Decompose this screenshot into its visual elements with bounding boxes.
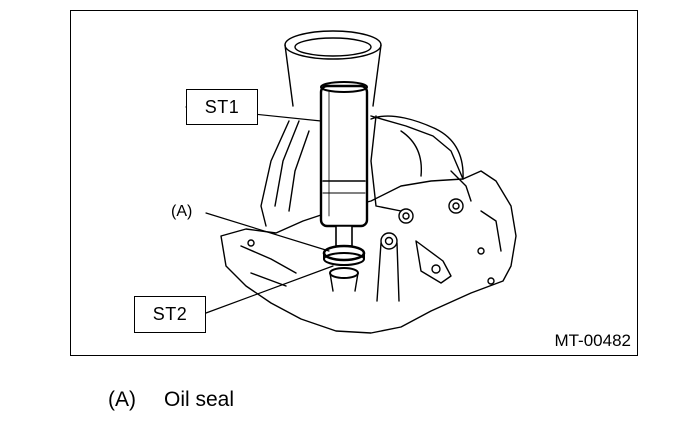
case-switch bbox=[415, 240, 452, 284]
st2-label: ST2 bbox=[134, 296, 206, 333]
st1-shaft bbox=[319, 84, 369, 228]
st1-label-text: ST1 bbox=[204, 96, 240, 117]
stud bbox=[398, 208, 414, 224]
transmission-illustration bbox=[185, 30, 517, 334]
st1-funnel-rim bbox=[284, 30, 382, 60]
case-dome bbox=[370, 115, 464, 180]
legend-text: Oil seal bbox=[164, 388, 235, 411]
housing-shoulder bbox=[260, 120, 290, 227]
st1-pilot bbox=[335, 225, 353, 247]
st2-sleeve bbox=[329, 267, 359, 279]
callout-a-label: (A) bbox=[171, 203, 193, 220]
legend-key: (A) bbox=[108, 388, 136, 411]
st2-label-text: ST2 bbox=[152, 304, 188, 324]
figure-code: MT-00482 bbox=[554, 331, 631, 350]
legend-item: (A) Oil seal bbox=[108, 388, 234, 412]
st1-label: ST1 bbox=[186, 89, 258, 125]
transmission-case bbox=[220, 170, 517, 334]
figure-frame: ST1 ST2 (A) MT-00482 bbox=[70, 10, 638, 356]
